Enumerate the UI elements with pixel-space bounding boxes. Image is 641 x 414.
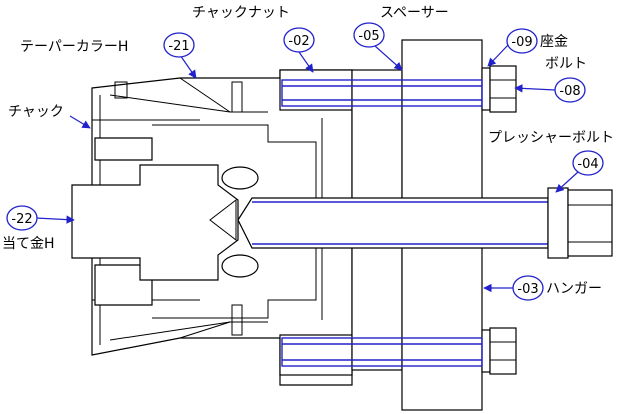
chuck-nut [279, 69, 353, 111]
callout-04-label: プレッシャーボルト [488, 130, 614, 146]
callout-09-number: -09 [511, 35, 532, 50]
callout-02: チャックナット -02 [192, 5, 315, 53]
callout-05: スペーサー -05 [353, 5, 449, 48]
callout-09-label: 座金 [540, 34, 568, 50]
callout-03: -03 ハンガー [512, 275, 602, 301]
bolt-head-bottom [489, 327, 517, 375]
bolt-head-top [489, 65, 517, 113]
callout-09: -09 座金 [506, 28, 568, 54]
callout-22: -22 当て金H [2, 205, 55, 252]
callout-08-label: ボルト [545, 56, 587, 72]
callout-02-label: チャックナット [192, 5, 290, 21]
chuck-label: チャック [8, 104, 64, 120]
callout-02-number: -02 [288, 34, 309, 49]
callout-22-label: 当て金H [2, 236, 55, 252]
callout-08: ボルト -08 [545, 56, 587, 103]
callout-05-label: スペーサー [380, 5, 449, 21]
callout-05-number: -05 [358, 29, 379, 44]
pad-h [71, 164, 239, 281]
callout-08-number: -08 [559, 84, 580, 99]
leader-lines [35, 43, 579, 293]
callout-21-label: テーパーカラーH [20, 39, 128, 55]
callout-04-number: -04 [577, 157, 598, 172]
callout-22-number: -22 [11, 212, 32, 227]
callout-04: プレッシャーボルト -04 [488, 130, 614, 176]
callout-03-label: ハンガー [546, 281, 602, 297]
callout-21-number: -21 [168, 39, 189, 54]
pressure-bolt [237, 197, 549, 249]
callout-03-number: -03 [517, 282, 538, 297]
callout-21: テーパーカラーH -21 [20, 32, 195, 58]
chuck-assembly-drawing [71, 39, 613, 411]
